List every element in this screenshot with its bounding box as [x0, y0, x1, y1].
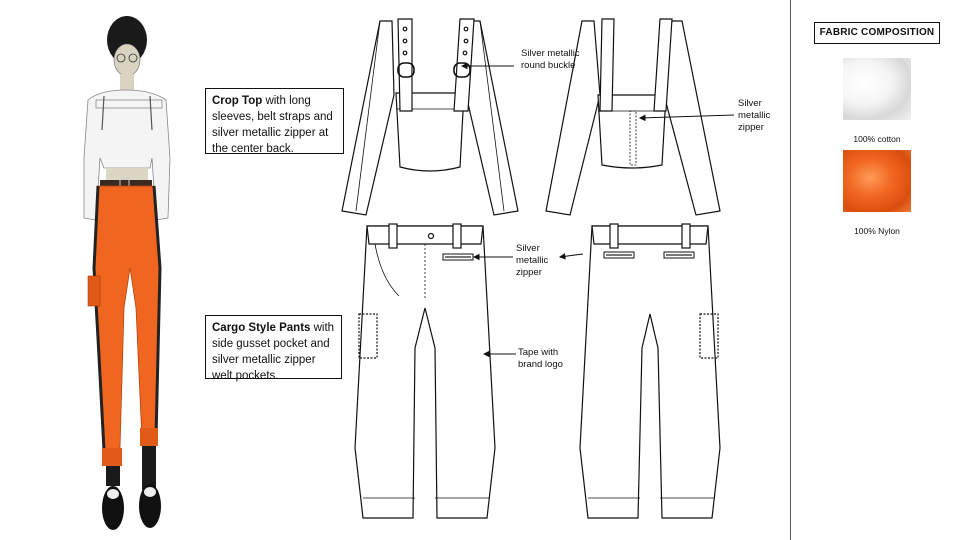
cotton-label: 100% cotton [853, 134, 901, 144]
nylon-swatch [843, 150, 911, 212]
back-zipper-callout: Silver metallic zipper [738, 98, 771, 133]
figure-belt [100, 180, 152, 187]
pants-zipper-arrow-back [558, 253, 584, 260]
crop-top-title: Crop Top [212, 95, 263, 107]
cargo-pants-back-flat [579, 223, 721, 519]
pants-zipper-callout: Silver metallic zipper [516, 243, 549, 278]
crop-top-description: Crop Top with long sleeves, belt straps … [205, 88, 344, 155]
fashion-illustration [83, 16, 171, 530]
crop-top-front-flat [341, 18, 519, 216]
figure-shoe-left [102, 486, 124, 530]
buckle-callout: Silver metallic round buckle [521, 48, 580, 71]
crop-top-text: with long sleeves, belt straps and silve… [212, 95, 333, 155]
cotton-swatch [843, 58, 911, 120]
figure-shoe-right [139, 484, 161, 528]
back-zipper-arrow [638, 114, 735, 122]
nylon-label: 100% Nylon [854, 226, 900, 236]
panel-divider [790, 0, 791, 540]
cargo-pants-text: with side gusset pocket and silver metal… [212, 322, 335, 382]
fabric-composition-title: FABRIC COMPOSITION [814, 22, 940, 44]
crop-top-back-flat [545, 18, 721, 216]
cargo-pants-front-flat [354, 223, 496, 519]
tape-callout: Tape with brand logo [518, 347, 563, 370]
cargo-pants-title: Cargo Style Pants [212, 322, 311, 334]
cargo-pants-description: Cargo Style Pants with side gusset pocke… [205, 315, 342, 382]
